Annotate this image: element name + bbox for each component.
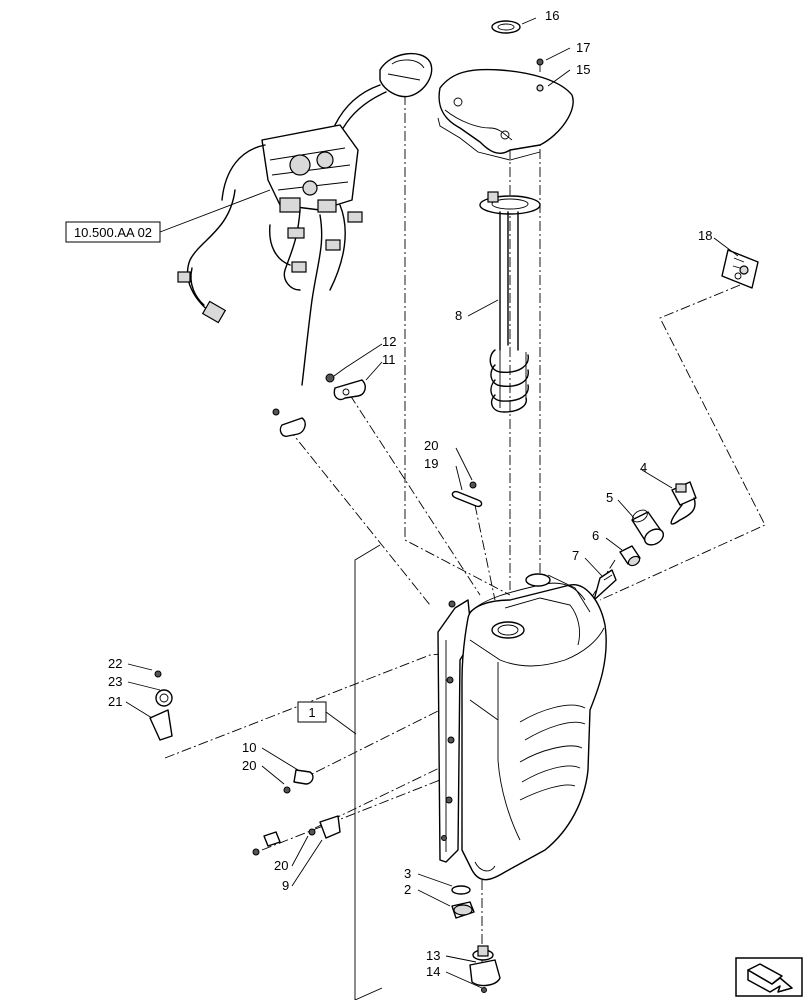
callout-8: 8: [455, 308, 462, 323]
part-7-filter: [593, 569, 617, 601]
part-9-bracket: [319, 815, 341, 839]
callout-9: 9: [282, 878, 289, 893]
callout-7: 7: [572, 548, 579, 563]
part-16-seal: [491, 20, 521, 34]
part-17-screw: [536, 58, 544, 72]
part-2-drain-plug: [451, 901, 475, 919]
callout-4: 4: [640, 460, 647, 475]
callout-19: 19: [424, 456, 438, 471]
part-15-cover: [437, 68, 574, 161]
part-bracket-left-upper: [272, 408, 306, 437]
leader-lines: [125, 17, 739, 989]
part-4-connector: [670, 481, 697, 525]
part-6-fitting: [619, 545, 641, 567]
reference-label: 10.500.AA 02: [74, 225, 152, 240]
callout-22: 22: [108, 656, 122, 671]
part-18-decal: [721, 249, 759, 289]
callout-numbers: 16 17 15 8 18 12 11 20 19 4 5 6 7 22 23 …: [108, 8, 712, 979]
callout-15: 15: [576, 62, 590, 77]
assembly-bracket: [354, 544, 383, 1000]
assembly-box: 1: [297, 701, 327, 723]
part-19-clip: [451, 490, 483, 508]
callout-23: 23: [108, 674, 122, 689]
callout-2: 2: [404, 882, 411, 897]
callout-18: 18: [698, 228, 712, 243]
callout-16: 16: [545, 8, 559, 23]
part-12-nut: [325, 373, 335, 383]
callout-21: 21: [108, 694, 122, 709]
part-8-fuel-sender: [479, 191, 541, 413]
callout-13: 13: [426, 948, 440, 963]
part-20-screw-upper: [469, 481, 477, 489]
part-20-screw-lower: [308, 828, 316, 836]
part-3-seal: [451, 885, 471, 895]
callout-20-upper: 20: [424, 438, 438, 453]
next-page-arrow-icon[interactable]: [735, 957, 803, 997]
callout-10: 10: [242, 740, 256, 755]
fuel-tank: [437, 573, 607, 881]
callout-6: 6: [592, 528, 599, 543]
part-20-screw-middle: [283, 786, 291, 794]
callout-20-lower: 20: [274, 858, 288, 873]
part-11-bracket: [333, 379, 366, 401]
part-23-cap: [155, 689, 173, 707]
part-14-screw: [481, 987, 487, 993]
callout-3: 3: [404, 866, 411, 881]
part-21-bracket: [149, 709, 173, 741]
callout-12: 12: [382, 334, 396, 349]
part-5-cap: [631, 509, 665, 546]
part-13-sensor: [469, 945, 501, 987]
callout-11: 11: [382, 352, 396, 367]
part-bracket-left-lower: [252, 831, 281, 856]
reference-box[interactable]: 10.500.AA 02: [65, 221, 161, 243]
callout-17: 17: [576, 40, 590, 55]
part-22-screw: [154, 670, 162, 678]
callout-14: 14: [426, 964, 440, 979]
wiring-harness: [177, 52, 433, 386]
assembly-label: 1: [308, 705, 315, 720]
part-10-clip: [293, 769, 314, 785]
callout-20-middle: 20: [242, 758, 256, 773]
callout-5: 5: [606, 490, 613, 505]
